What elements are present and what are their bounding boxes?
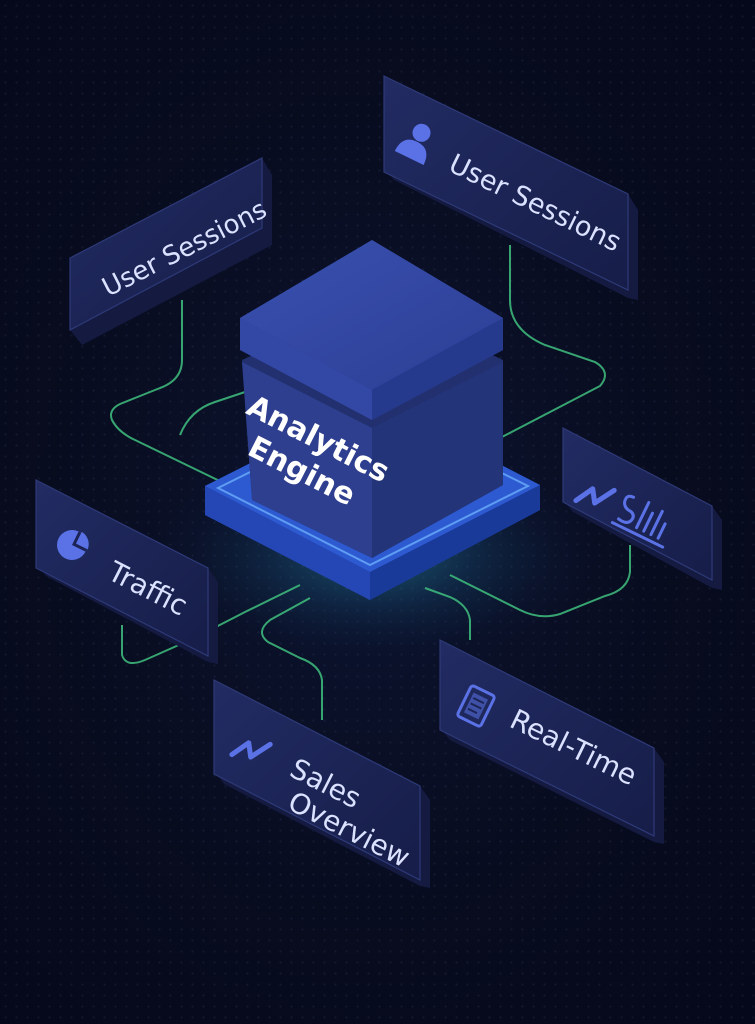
document-icon: [456, 684, 496, 728]
card-right[interactable]: [562, 427, 722, 590]
connector-top-left-inner: [179, 391, 246, 436]
card-top-left[interactable]: User Sessions: [69, 157, 272, 345]
user-icon: [394, 123, 431, 165]
connector-left: [121, 584, 301, 665]
bar-chart-icon: [610, 494, 667, 549]
engine-block-left: [242, 362, 372, 558]
engine-base-right: [370, 485, 540, 600]
card-face: [562, 427, 713, 581]
connector-top-right: [499, 245, 606, 439]
card-top-right[interactable]: User Sessions: [383, 75, 638, 300]
engine-base-left: [205, 486, 370, 600]
connector-bottom-right: [424, 587, 471, 640]
card-face: [35, 479, 209, 657]
analytics-engine: Analytics Engine: [205, 240, 540, 600]
engine-lid-top: [240, 240, 503, 390]
engine-lid-right: [372, 318, 503, 420]
engine-block-right: [372, 362, 503, 558]
card-face: [383, 75, 629, 291]
card-bottom-right[interactable]: Real-Time: [439, 639, 664, 844]
card-face: [213, 679, 421, 881]
card-left[interactable]: Traffic: [35, 479, 218, 664]
engine-lid-left: [240, 318, 372, 420]
card-face: [69, 157, 263, 331]
card-face: [439, 639, 655, 837]
pie-chart-icon: [57, 530, 89, 560]
connectors: [110, 245, 631, 720]
connector-top-left: [110, 300, 231, 487]
connector-right: [449, 545, 631, 618]
line-chart-icon: [229, 740, 273, 760]
connector-bottom-center: [261, 597, 323, 720]
line-chart-icon: [573, 486, 617, 506]
